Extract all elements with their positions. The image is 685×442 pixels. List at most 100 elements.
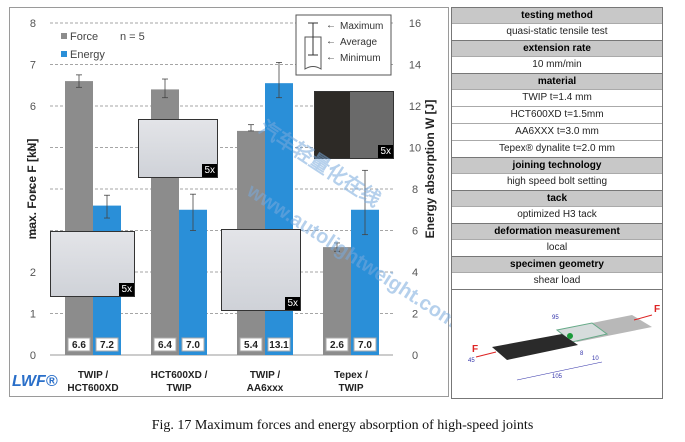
data-label: 2.6 <box>330 340 344 351</box>
specimen-geometry-drawing: F F 95 45 8 10 105 <box>452 289 662 398</box>
errorbar-key-label: Minimum <box>340 53 381 64</box>
errorbar-key-label: Maximum <box>340 21 383 32</box>
data-label: 6.6 <box>72 340 86 351</box>
force-arrow-right <box>633 314 653 321</box>
table-value: Tepex® dynalite t=2.0 mm <box>452 140 662 157</box>
figure-caption: Fig. 17 Maximum forces and energy absorp… <box>151 418 534 433</box>
table-value: shear load <box>452 272 662 289</box>
y-tick-label: 0 <box>30 350 36 362</box>
magnification-tag: 5x <box>378 145 393 158</box>
table-value: HCT600XD t=1.5mm <box>452 106 662 123</box>
x-tick-label: AA6xxx <box>247 383 284 394</box>
bar-force <box>323 247 351 355</box>
table-value: 10 mm/min <box>452 56 662 73</box>
y2-tick-label: 8 <box>412 184 418 196</box>
table-header: material <box>452 73 662 89</box>
force-label: F <box>654 304 660 315</box>
y2-tick-label: 4 <box>412 267 418 279</box>
x-tick-label: TWIP / <box>250 370 281 381</box>
data-label-box <box>239 337 263 352</box>
legend-swatch-energy <box>61 51 67 57</box>
magnification-tag: 5x <box>285 297 300 310</box>
errorbar-key-box <box>295 14 392 76</box>
joint-photo-2: 5x <box>138 119 218 178</box>
data-label-box <box>325 337 349 352</box>
table-value: AA6XXX t=3.0 mm <box>452 123 662 140</box>
y-tick-label: 1 <box>30 309 36 321</box>
y2-axis-title: Energy absorption W [J] <box>423 100 437 239</box>
magnification-tag: 5x <box>202 164 217 177</box>
y2-tick-label: 10 <box>409 143 421 155</box>
arrow-left-icon: ← <box>326 52 336 63</box>
arrow-left-icon: ← <box>326 36 336 47</box>
data-label: 7.0 <box>358 340 372 351</box>
y2-tick-label: 0 <box>412 350 418 362</box>
data-label-box <box>353 337 377 352</box>
arrow-left-icon: ← <box>326 20 336 31</box>
x-tick-label: HCT600XD <box>67 383 118 394</box>
table-value: quasi-static tensile test <box>452 23 662 40</box>
sample-size-annotation: n = 5 <box>120 31 145 43</box>
y-tick-label: 8 <box>30 18 36 30</box>
x-tick-label: TWIP <box>167 383 192 394</box>
x-tick-label: TWIP <box>339 383 364 394</box>
data-label: 7.0 <box>186 340 200 351</box>
table-value: TWIP t=1.4 mm <box>452 89 662 106</box>
table-header: tack <box>452 190 662 206</box>
force-arrow-left <box>475 351 497 358</box>
table-value: high speed bolt setting <box>452 173 662 190</box>
bar-force <box>65 81 93 355</box>
x-tick-label: TWIP / <box>78 370 109 381</box>
errorbar-key-label: Average <box>340 37 378 48</box>
y-tick-label: 6 <box>30 101 36 113</box>
data-label-box <box>181 337 205 352</box>
legend-label: Energy <box>70 49 105 61</box>
table-header: deformation measurement <box>452 223 662 239</box>
y-tick-label: 7 <box>30 60 36 72</box>
joint-photo-1: 5x <box>50 231 135 297</box>
x-tick-label: Tepex / <box>334 370 368 381</box>
specimen-bottom-sheet <box>492 334 578 360</box>
data-label: 13.1 <box>269 340 289 351</box>
key-bar-icon <box>304 36 322 70</box>
y-tick-label: 2 <box>30 267 36 279</box>
y-tick-label: 5 <box>30 143 36 155</box>
table-value: local <box>452 239 662 256</box>
lwf-logo: LWF® <box>12 373 58 390</box>
data-label-box <box>153 337 177 352</box>
legend-label: Force <box>70 31 98 43</box>
dimension-line <box>516 361 603 381</box>
table-header: joining technology <box>452 157 662 173</box>
data-label: 6.4 <box>158 340 172 351</box>
dimension-label: 45 <box>468 358 475 364</box>
data-label: 5.4 <box>244 340 258 351</box>
y2-tick-label: 2 <box>412 309 418 321</box>
table-header: specimen geometry <box>452 256 662 272</box>
y2-tick-label: 14 <box>409 60 421 72</box>
y2-tick-label: 6 <box>412 226 418 238</box>
x-tick-label: HCT600XD / <box>151 370 208 381</box>
table-header: extension rate <box>452 40 662 56</box>
data-label-box <box>267 337 291 352</box>
dimension-label: 95 <box>552 315 559 321</box>
y2-tick-label: 16 <box>409 18 421 30</box>
dimension-label: 105 <box>552 374 563 380</box>
data-label-box <box>67 337 91 352</box>
table-value: optimized H3 tack <box>452 206 662 223</box>
y-tick-label: 4 <box>30 184 36 196</box>
dimension-label: 10 <box>592 356 599 362</box>
joint-point <box>567 333 573 339</box>
dimension-label: 8 <box>580 351 584 357</box>
data-label-box <box>95 337 119 352</box>
table-header: testing method <box>452 8 662 23</box>
data-label: 7.2 <box>100 340 114 351</box>
bar-energy <box>179 209 207 355</box>
y-tick-label: 3 <box>30 226 36 238</box>
joint-photo-3: 5x <box>221 229 301 311</box>
joint-photo-4: 5x <box>314 91 394 159</box>
force-label: F <box>472 344 478 355</box>
magnification-tag: 5x <box>119 283 134 296</box>
